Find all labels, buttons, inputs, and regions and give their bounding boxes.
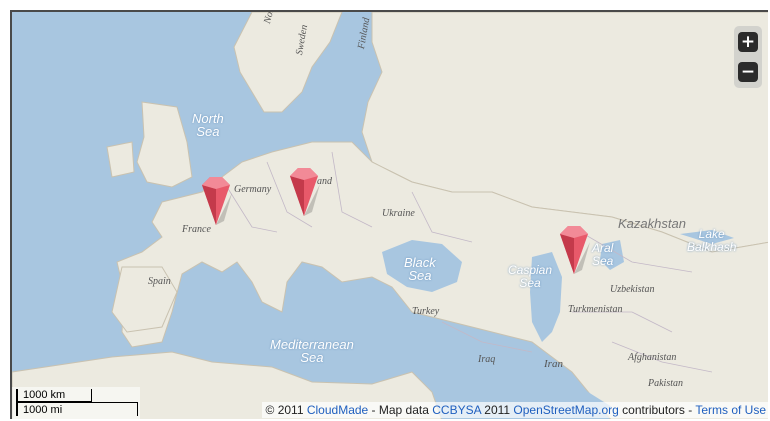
afghanistan-label: Afghanistan bbox=[628, 352, 677, 363]
pakistan-label: Pakistan bbox=[648, 378, 683, 389]
map-marker-poland[interactable] bbox=[286, 166, 322, 218]
uzbekistan-label: Uzbekistan bbox=[610, 284, 655, 295]
map-marker-france[interactable] bbox=[198, 175, 234, 227]
spain-label: Spain bbox=[148, 276, 171, 287]
ccbysa-link[interactable]: CCBYSA bbox=[432, 403, 481, 417]
terms-link[interactable]: Terms of Use bbox=[695, 403, 766, 417]
iran-label: Iran bbox=[544, 358, 563, 370]
turkmenistan-label: Turkmenistan bbox=[568, 304, 623, 315]
attribution: © 2011 CloudMade - Map data CCBYSA 2011 … bbox=[261, 402, 768, 418]
zoom-control: + − bbox=[734, 26, 762, 88]
iraq-label: Iraq bbox=[478, 354, 496, 365]
basemap bbox=[12, 12, 768, 419]
turkey-label: Turkey bbox=[412, 306, 440, 317]
ukraine-label: Ukraine bbox=[382, 208, 415, 219]
scale-km: 1000 km bbox=[16, 389, 92, 402]
scale-mi: 1000 mi bbox=[16, 402, 138, 416]
kazakhstan-label: Kazakhstan bbox=[618, 216, 686, 231]
zoom-in-button[interactable]: + bbox=[738, 32, 758, 52]
attribution-text-1: - Map data bbox=[368, 403, 433, 417]
osm-link[interactable]: OpenStreetMap.org bbox=[513, 403, 619, 417]
scale-bar: 1000 km 1000 mi bbox=[12, 387, 140, 419]
zoom-out-button[interactable]: − bbox=[738, 62, 758, 82]
attribution-text-3: contributors - bbox=[618, 403, 696, 417]
france-label: France bbox=[182, 224, 211, 235]
poland-label: and bbox=[317, 176, 332, 187]
attribution-prefix: © 2011 bbox=[265, 403, 307, 417]
map-marker-kazakhstan[interactable] bbox=[556, 224, 592, 276]
cloudmade-link[interactable]: CloudMade bbox=[306, 403, 369, 417]
germany-label: Germany bbox=[234, 184, 272, 195]
attribution-text-2: 2011 bbox=[480, 403, 514, 417]
